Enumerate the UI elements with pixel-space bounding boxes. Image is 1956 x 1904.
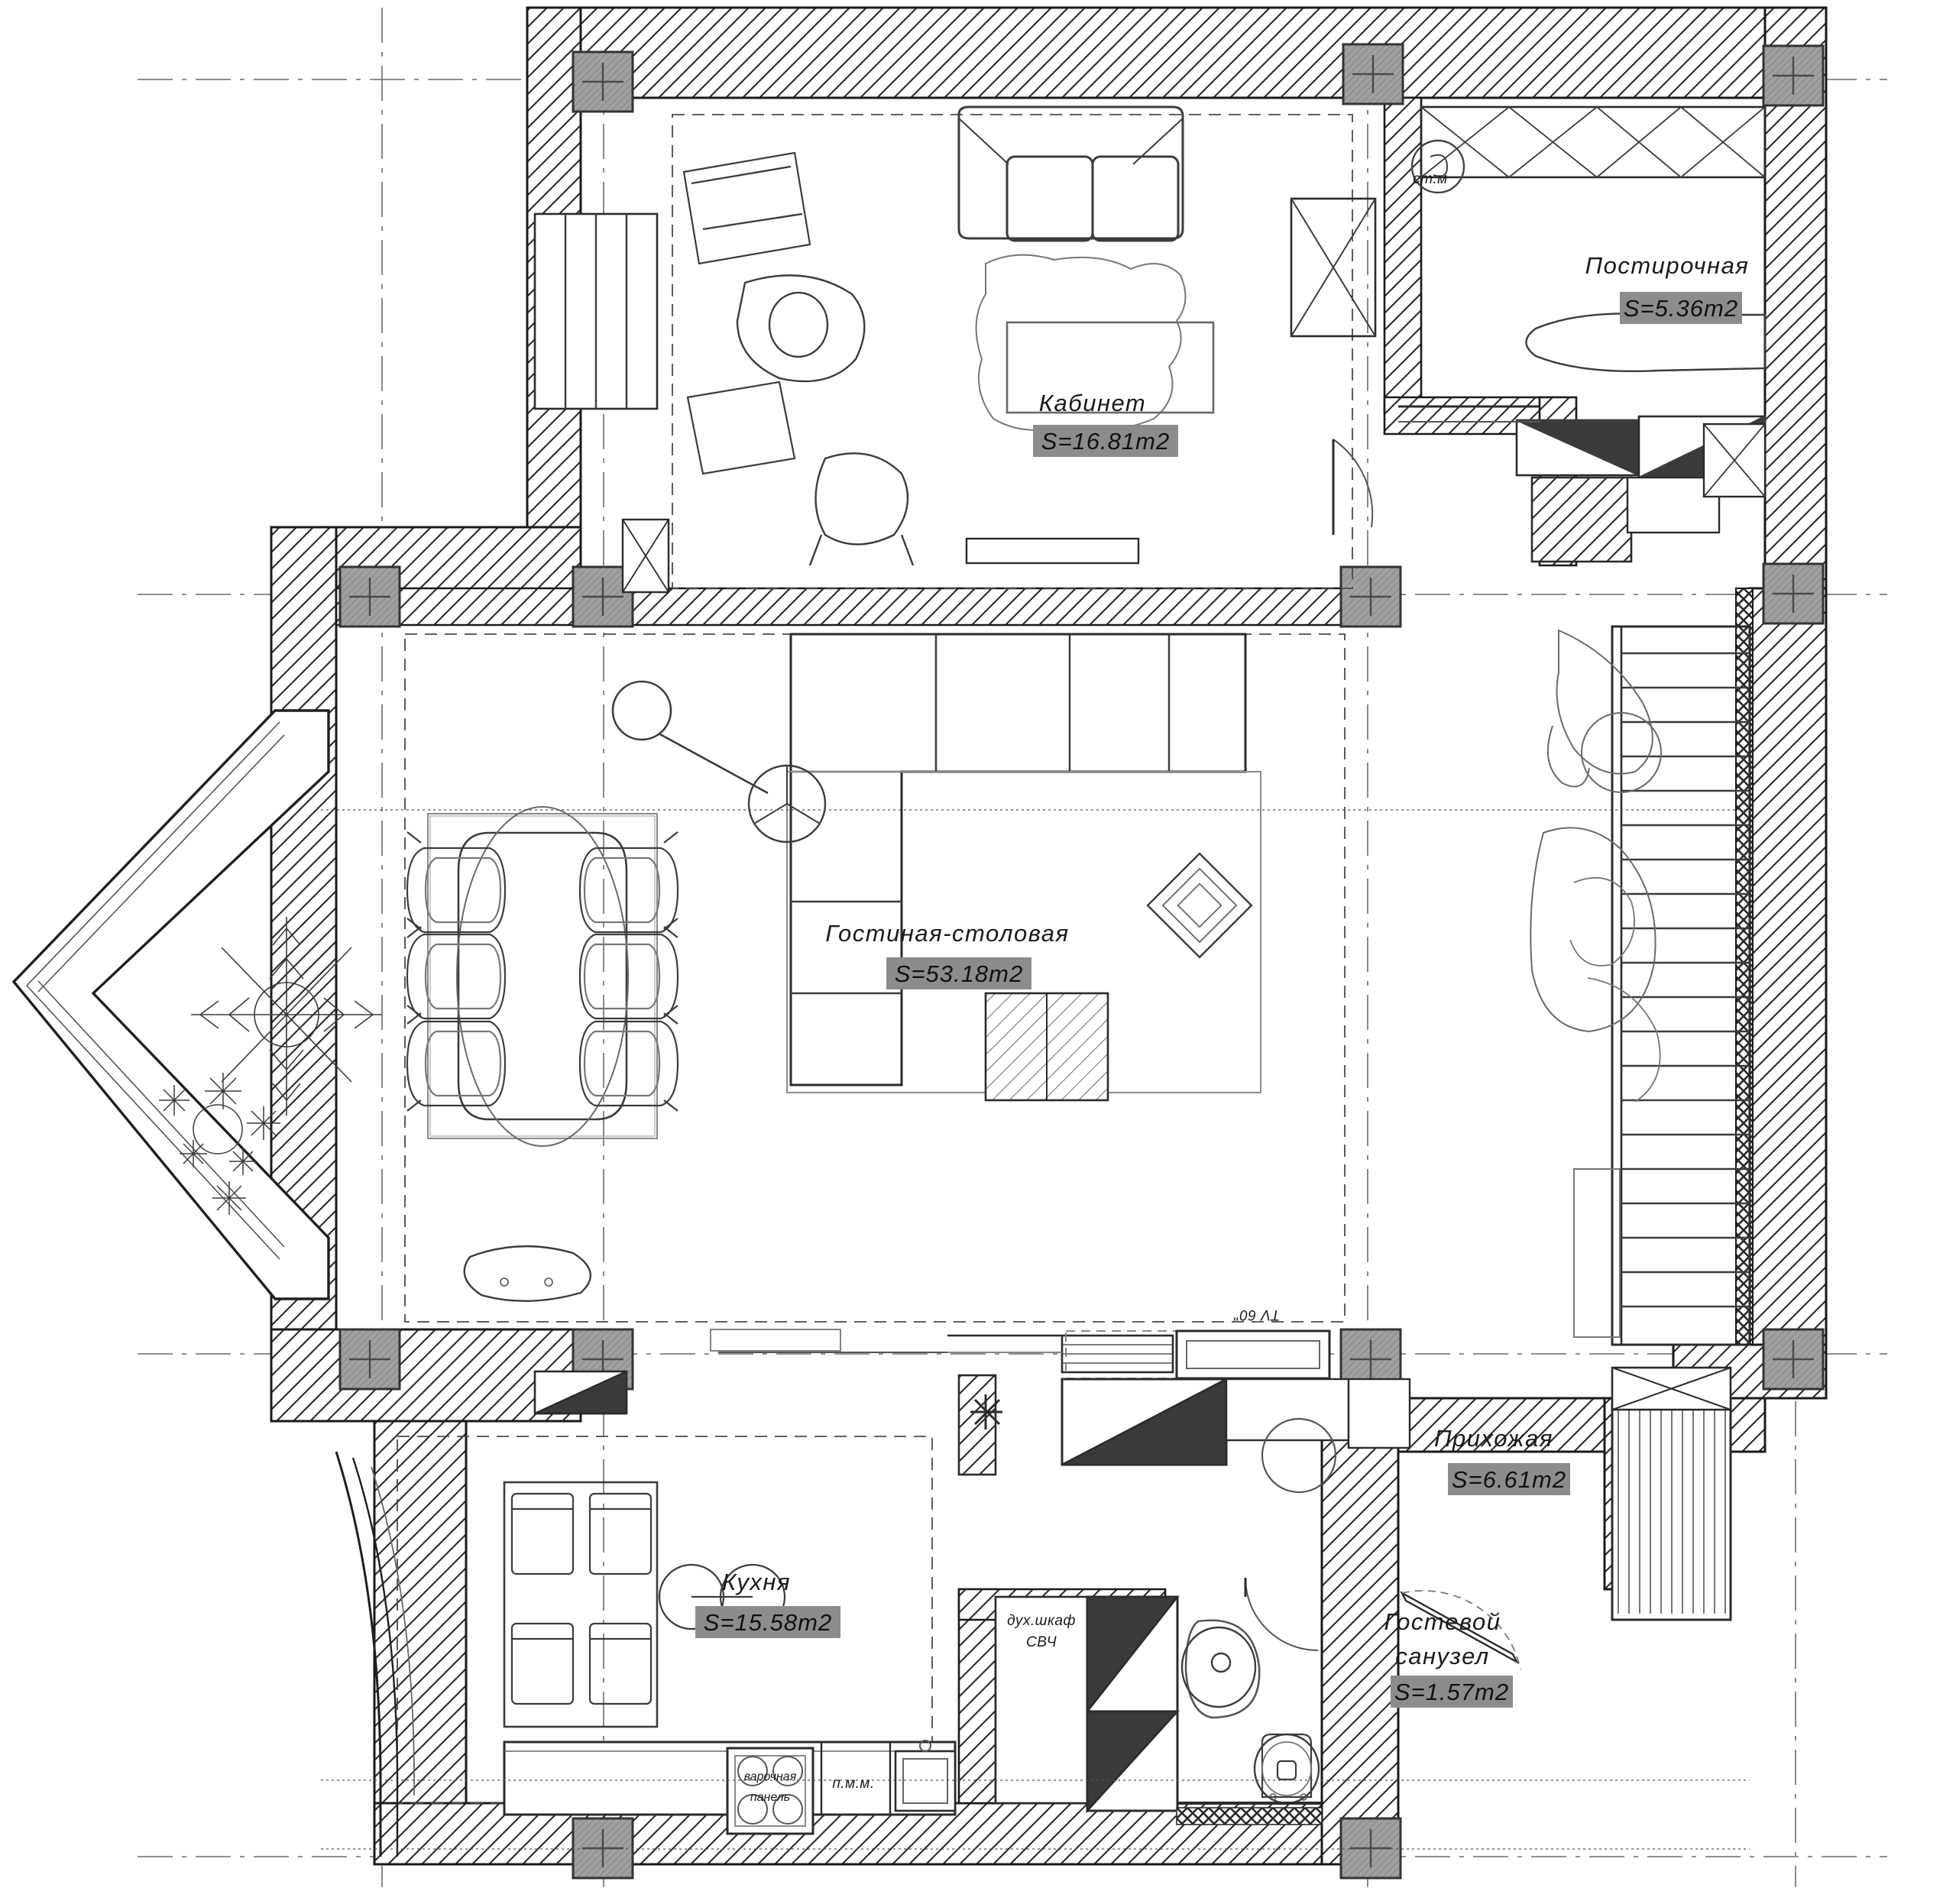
annotation-washing-machine: ст.м — [1413, 171, 1447, 187]
entry-hall — [1244, 1366, 1732, 1670]
openings — [533, 518, 1140, 1415]
staircase — [1530, 625, 1751, 1346]
annotation-oven: дух.шкаф — [1007, 1613, 1076, 1629]
annotation-cooktop-line1: варочная — [744, 1770, 797, 1783]
tv-media-unit — [718, 1329, 1331, 1380]
laundry-furniture — [1398, 105, 1767, 563]
guest-wc-fixtures — [1176, 1619, 1323, 1825]
annotation-tv: TV 60" — [1233, 1307, 1280, 1323]
plant-symbol — [191, 917, 382, 1116]
annotation-dishwasher: п.м.м. — [832, 1776, 874, 1792]
annotation-cooktop-line2: панель — [750, 1791, 790, 1804]
annotation-microwave: СВЧ — [1026, 1634, 1057, 1650]
curved-porch-wall — [335, 1451, 415, 1857]
living-dining-furniture — [406, 633, 1261, 1302]
appliance-annotations: ст.м дух.шкаф СВЧ варочная панель п.м.м.… — [744, 171, 1447, 1804]
office-furniture — [533, 105, 1377, 566]
kitchen-furniture — [503, 1374, 1411, 1835]
finish-outlines — [397, 114, 1353, 1804]
bay-terrace — [11, 709, 382, 1300]
